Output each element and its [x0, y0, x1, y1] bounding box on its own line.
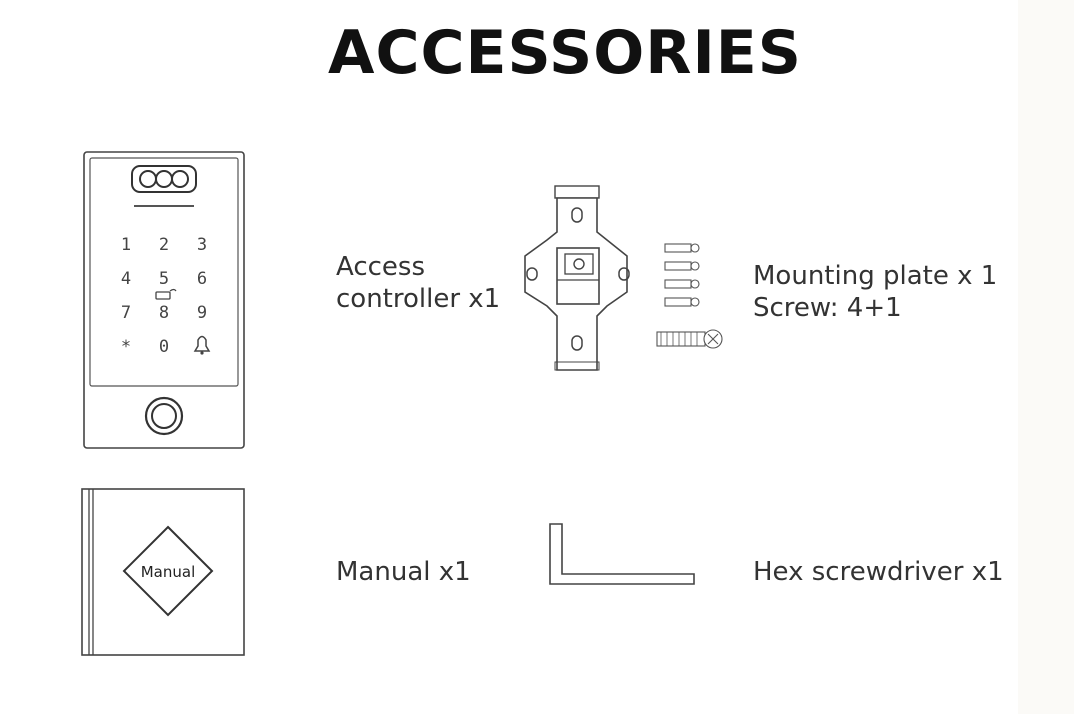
key-4: 4 — [121, 269, 131, 289]
key-9: 9 — [197, 303, 207, 323]
key-8: 8 — [159, 303, 169, 323]
key-star: * — [121, 337, 131, 357]
mounting-plate-label-line1: Mounting plate x 1 — [753, 261, 998, 291]
screw-icons — [656, 243, 723, 349]
access-controller-label-line1: Access — [336, 252, 426, 282]
key-2: 2 — [159, 235, 169, 255]
manual-booklet-icon: Manual — [80, 487, 248, 659]
page-edge-strip — [1018, 0, 1074, 714]
hex-screwdriver-label: Hex screwdriver x1 — [753, 557, 1004, 587]
mounting-plate-label-line2: Screw: 4+1 — [753, 293, 902, 323]
access-controller-icon: 1 2 3 4 5 6 7 8 9 * 0 — [82, 150, 248, 452]
manual-label: Manual x1 — [336, 557, 471, 587]
key-1: 1 — [121, 235, 131, 255]
bell-icon — [193, 335, 211, 355]
key-3: 3 — [197, 235, 207, 255]
manual-cover-text: Manual — [141, 563, 196, 581]
access-controller-label-line2: controller x1 — [336, 284, 501, 314]
mounting-plate-label: Mounting plate x 1 Screw: 4+1 — [753, 260, 997, 324]
key-0: 0 — [159, 337, 169, 357]
key-5: 5 — [159, 269, 169, 289]
page-title: ACCESSORIES — [328, 18, 802, 88]
mounting-plate-icon — [515, 184, 727, 378]
key-7: 7 — [121, 303, 131, 323]
hex-key-icon — [548, 522, 698, 588]
key-6: 6 — [197, 269, 207, 289]
access-controller-label: Access controller x1 — [336, 251, 500, 315]
